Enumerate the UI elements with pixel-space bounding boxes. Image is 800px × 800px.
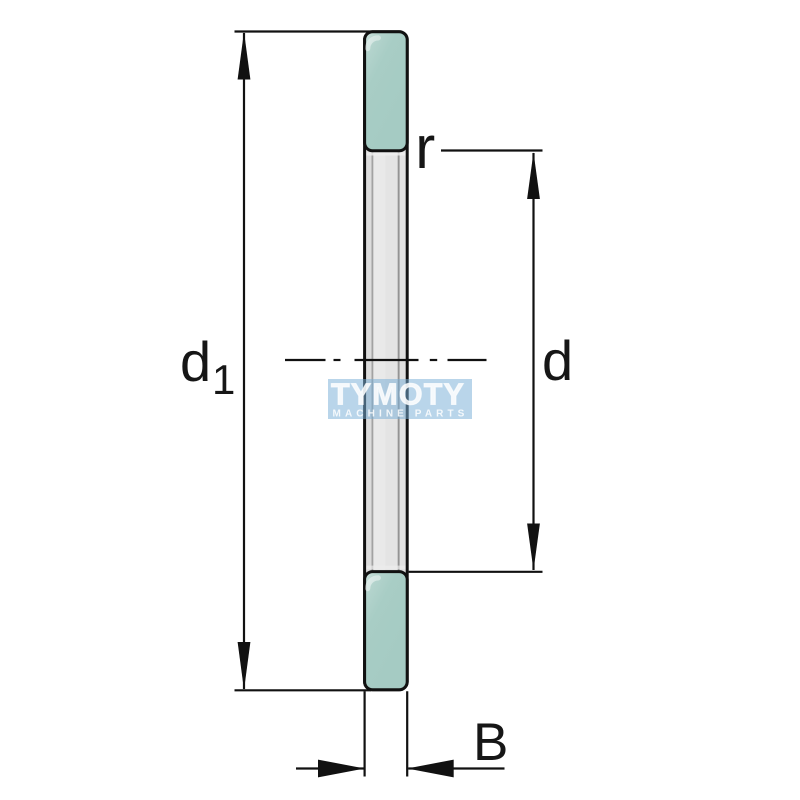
svg-text:1: 1: [212, 356, 235, 403]
svg-text:d: d: [180, 330, 211, 393]
svg-text:d: d: [542, 329, 573, 392]
svg-text:MACHINE PARTS: MACHINE PARTS: [333, 409, 469, 420]
svg-text:TYMOTY: TYMOTY: [331, 378, 465, 412]
svg-text:B: B: [473, 713, 508, 772]
svg-text:r: r: [415, 114, 435, 181]
